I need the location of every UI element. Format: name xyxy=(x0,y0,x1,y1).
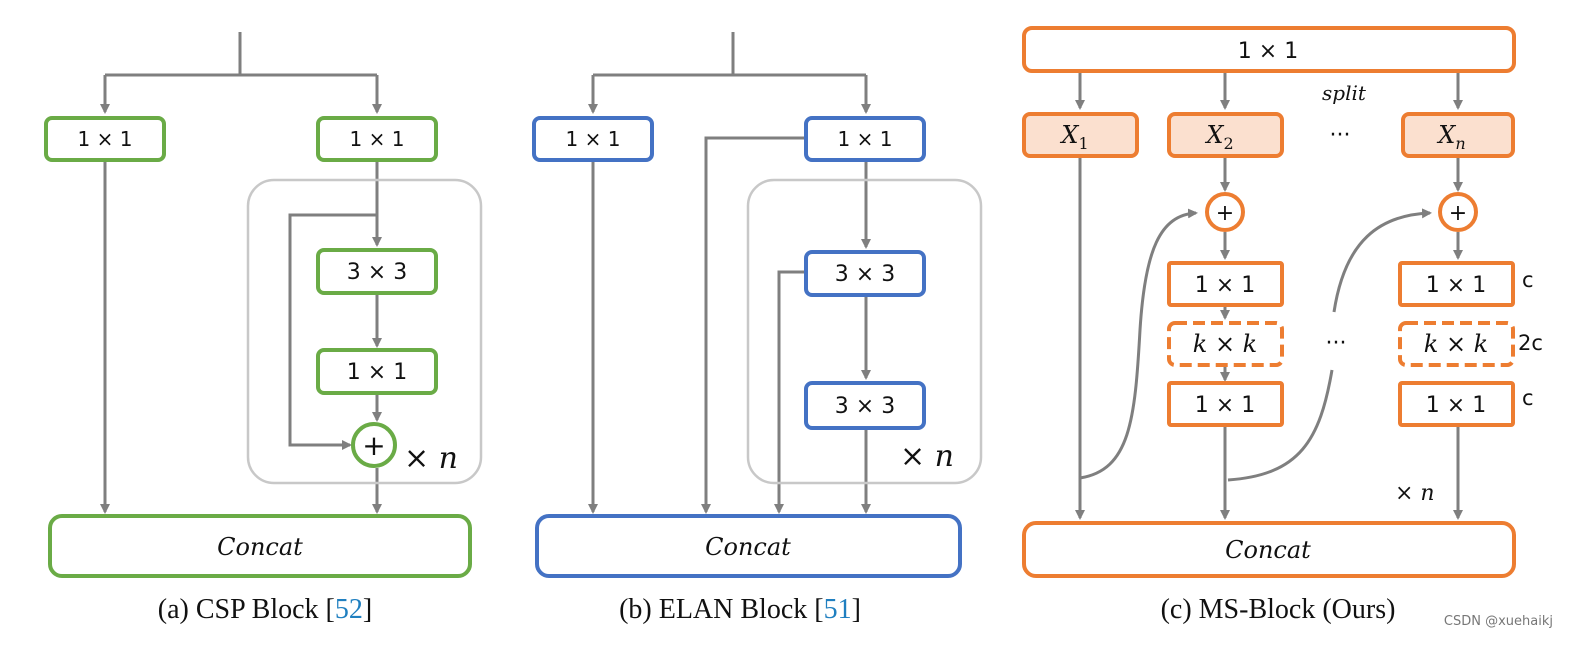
ms-curve-x1-to-plus xyxy=(1079,208,1198,480)
ms-conv-kn-label: k × k xyxy=(1424,330,1488,358)
csp-plus-circle xyxy=(351,422,397,468)
elan-caption-text: (b) ELAN Block [ xyxy=(619,594,824,625)
csp-caption-text: (a) CSP Block [ xyxy=(158,594,335,625)
elan-branch2-arrow xyxy=(774,270,806,514)
csp-conv1-box xyxy=(316,348,438,395)
csp-plus-icon: + xyxy=(362,429,385,462)
ms-x1-var: X xyxy=(1059,121,1079,149)
ms-dots-mid: ··· xyxy=(1326,331,1347,356)
ms-channel-c2: c xyxy=(1522,386,1534,410)
csp-conv3-label: 3 × 3 xyxy=(347,260,407,285)
elan-block xyxy=(588,32,871,514)
ms-xn-sub: n xyxy=(1455,134,1465,153)
ms-plus-icon-n: + xyxy=(1449,201,1467,226)
ms-x2-label: X2 xyxy=(1204,121,1233,153)
ms-dots-top: ··· xyxy=(1330,123,1351,148)
csp-repeat-group xyxy=(246,178,483,485)
ms-conv-bn-label: 1 × 1 xyxy=(1426,393,1486,418)
elan-left-conv-label: 1 × 1 xyxy=(566,127,621,151)
ms-conv-a-box xyxy=(1167,261,1284,307)
ms-x2-sub: 2 xyxy=(1223,134,1233,153)
ms-conv-an-box xyxy=(1398,261,1515,307)
ms-conv-a-label: 1 × 1 xyxy=(1195,273,1255,298)
ms-block xyxy=(1075,72,1463,520)
csp-residual-arrow xyxy=(288,213,377,450)
elan-concat-box xyxy=(535,514,962,578)
ms-channel-2c: 2c xyxy=(1518,331,1543,355)
csp-concat-label: Concat xyxy=(217,533,303,561)
ms-curve-upper-to-plus xyxy=(1332,208,1432,313)
csp-citation: 52 xyxy=(335,594,363,625)
elan-conv3b-box xyxy=(804,381,926,430)
ms-conv-k-label: k × k xyxy=(1193,330,1257,358)
csp-block xyxy=(100,32,382,514)
ms-plus-circle-n xyxy=(1438,192,1478,232)
ms-xn-var: X xyxy=(1436,121,1456,149)
ms-conv-b-box xyxy=(1167,381,1284,427)
ms-concat-label: Concat xyxy=(1225,536,1311,564)
csp-right-conv-box xyxy=(316,116,438,162)
ms-x1-label: X1 xyxy=(1059,121,1088,153)
csp-left-conv-box xyxy=(44,116,166,162)
ms-caption: (c) MS-Block (Ours) xyxy=(1161,594,1396,625)
elan-conv3a-box xyxy=(804,250,926,297)
watermark: CSDN @xuehaikj xyxy=(1444,614,1553,629)
ms-xn-label: Xn xyxy=(1436,121,1465,153)
ms-xn-box xyxy=(1401,112,1515,158)
elan-right-conv-label: 1 × 1 xyxy=(838,127,893,151)
ms-conv-an-label: 1 × 1 xyxy=(1426,273,1486,298)
elan-conv3a-label: 3 × 3 xyxy=(835,262,895,287)
ms-repeat-label: × n xyxy=(1395,481,1435,506)
ms-x1-box xyxy=(1022,112,1139,158)
ms-x2-box xyxy=(1167,112,1284,158)
ms-conv-b-label: 1 × 1 xyxy=(1195,393,1255,418)
csp-conv3-box xyxy=(316,248,438,295)
ms-conv-bn-box xyxy=(1398,381,1515,427)
elan-conv3b-label: 3 × 3 xyxy=(835,394,895,419)
csp-concat-box xyxy=(48,514,472,578)
ms-conv-kn-box xyxy=(1398,321,1515,367)
csp-conv1-label: 1 × 1 xyxy=(347,360,407,385)
elan-branch1-arrow xyxy=(701,136,806,514)
csp-repeat-label: × n xyxy=(404,441,458,476)
ms-top-conv-label: 1 × 1 xyxy=(1238,39,1298,64)
elan-left-conv-box xyxy=(532,116,654,162)
elan-caption-end: ] xyxy=(852,594,861,625)
ms-plus-icon-2: + xyxy=(1216,201,1234,226)
elan-concat-label: Concat xyxy=(705,533,791,561)
ms-channel-c1: c xyxy=(1522,268,1534,292)
elan-caption: (b) ELAN Block [51] xyxy=(619,594,861,625)
ms-curve-lower xyxy=(1227,369,1334,482)
ms-x2-var: X xyxy=(1204,121,1224,149)
elan-right-conv-box xyxy=(804,116,926,162)
ms-concat-box xyxy=(1022,521,1516,578)
elan-repeat-group xyxy=(746,178,983,485)
ms-top-conv-box xyxy=(1022,26,1516,73)
ms-split-label: split xyxy=(1322,81,1367,105)
csp-left-conv-label: 1 × 1 xyxy=(78,127,133,151)
csp-caption-end: ] xyxy=(363,594,372,625)
ms-conv-k-box xyxy=(1167,321,1284,367)
ms-x1-sub: 1 xyxy=(1078,134,1088,153)
elan-citation: 51 xyxy=(824,594,852,625)
csp-caption: (a) CSP Block [52] xyxy=(158,594,372,625)
elan-repeat-label: × n xyxy=(900,439,954,474)
csp-right-conv-label: 1 × 1 xyxy=(350,127,405,151)
ms-plus-circle-2 xyxy=(1205,192,1245,232)
